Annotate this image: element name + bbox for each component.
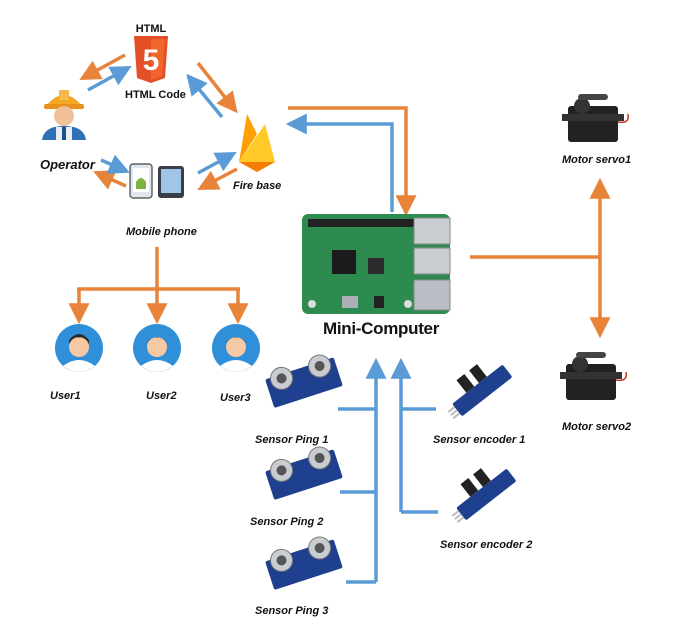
- fire-base-label: Fire base: [233, 180, 282, 192]
- servo-motor-icon: [562, 94, 630, 142]
- html5-icon: HTML 5: [134, 23, 168, 83]
- sensor-ping1-label: Sensor Ping 1: [255, 434, 329, 446]
- arrow-firebase-to-html: [186, 73, 224, 119]
- ultrasonic-sensor-icon: [265, 446, 343, 500]
- motor-servo2-label: Motor servo2: [562, 421, 632, 433]
- svg-text:5: 5: [143, 44, 160, 77]
- user-avatar-icon: [212, 324, 260, 372]
- sensor-ping3-label: Sensor Ping 3: [255, 605, 329, 617]
- firebase-flame-icon: [239, 114, 275, 172]
- connectors: [68, 53, 611, 584]
- motor-servo1-label: Motor servo1: [562, 154, 632, 166]
- sensor-encoder2-label: Sensor encoder 2: [440, 539, 533, 551]
- arrow-firebase-to-minicomputer: [288, 106, 417, 217]
- arrow-html-to-operator: [79, 53, 126, 81]
- arrow-firebase-to-mobile: [197, 167, 238, 190]
- user3-label: User3: [220, 392, 251, 404]
- arrow-minicomputer-to-firebase: [285, 113, 394, 212]
- svg-text:HTML: HTML: [136, 23, 167, 35]
- user1-label: User1: [50, 390, 81, 402]
- mini-computer-label: Mini-Computer: [323, 319, 440, 338]
- encoder-sensor-icon: [447, 364, 512, 420]
- servo-motor-icon: [560, 352, 628, 400]
- mobile-phone-label: Mobile phone: [126, 226, 197, 238]
- worker-icon: [42, 90, 86, 140]
- tablet-icon: [158, 166, 184, 198]
- arrow-mobile-to-firebase: [197, 151, 237, 175]
- user-avatar-icon: [133, 324, 181, 372]
- arrow-mobile-to-operator: [93, 170, 127, 190]
- arrow-operator-to-mobile: [100, 154, 130, 174]
- user-avatar-icon: [55, 324, 103, 372]
- ultrasonic-sensor-icon: [265, 354, 343, 408]
- sensor-ping2-label: Sensor Ping 2: [250, 516, 324, 528]
- operator-label: Operator: [40, 157, 95, 172]
- android-phone-icon: [129, 163, 153, 199]
- raspberry-pi-icon: [302, 214, 451, 314]
- arrow-html-to-firebase: [196, 61, 238, 114]
- user2-label: User2: [146, 390, 177, 402]
- ultrasonic-sensor-icon: [265, 536, 343, 590]
- arrow-operator-to-html: [87, 65, 132, 92]
- sensor-encoder1-label: Sensor encoder 1: [433, 434, 526, 446]
- encoder-sensor-icon: [451, 468, 516, 524]
- html-code-label: HTML Code: [125, 89, 186, 101]
